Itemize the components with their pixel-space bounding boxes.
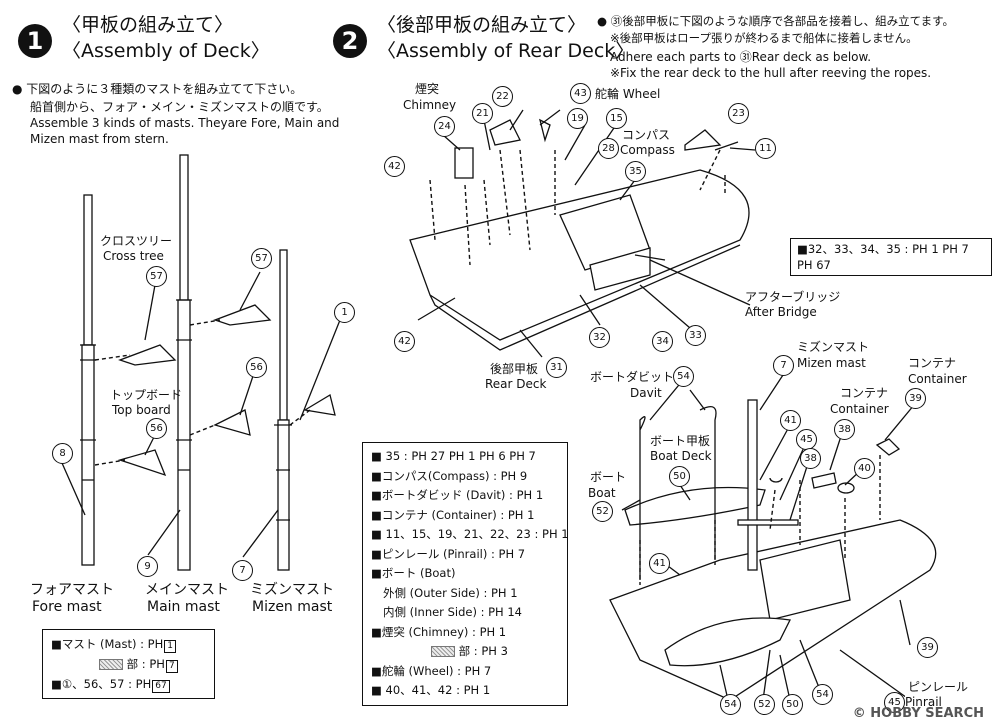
part-56-b: 56: [246, 357, 267, 378]
part-number-15: 15: [606, 108, 627, 129]
step2-note-en-1: Adhere each parts to ㉛Rear deck as below…: [610, 50, 872, 64]
part-7-a: 7: [232, 560, 253, 581]
davit-label-jp: ボートダビット: [590, 370, 675, 384]
part-56-a: 56: [146, 418, 167, 439]
part-number-52: 52: [592, 501, 613, 522]
part-number-42: 42: [394, 331, 415, 352]
part-number-22: 22: [492, 86, 513, 107]
part-number-54: 54: [720, 694, 741, 715]
part-number-33: 33: [685, 325, 706, 346]
chimney-label-jp: 煙突: [415, 82, 440, 96]
fore-mast-label-jp: フォアマスト: [30, 582, 114, 598]
container-label-en-1: Container: [830, 402, 889, 416]
part-number-43: 43: [570, 83, 591, 104]
rear-deck-label-en: Rear Deck: [485, 377, 547, 391]
part-8: 8: [52, 443, 73, 464]
step2-note-jp-1: ● ㉛後部甲板に下図のような順序で各部品を接着し、組み立てます。: [597, 14, 954, 28]
step1-title-jp: 〈甲板の組み立て〉: [62, 14, 234, 36]
rear-deck-label-jp: 後部甲板: [490, 362, 539, 376]
part-number-39: 39: [905, 388, 926, 409]
part-number-23: 23: [728, 103, 749, 124]
davit-label-en: Davit: [630, 386, 662, 400]
top-board-label-jp: トップボード: [110, 388, 183, 402]
part-1: 1: [334, 302, 355, 323]
step1-note-en-1: Assemble 3 kinds of masts. Theyare Fore,…: [30, 116, 340, 130]
part-number-50: 50: [782, 694, 803, 715]
part-number-34: 34: [652, 331, 673, 352]
part-number-21: 21: [472, 103, 493, 124]
part-number-45: 45: [884, 692, 905, 713]
part-number-38: 38: [834, 419, 855, 440]
step2-title-en: 〈Assembly of Rear Deck〉: [377, 40, 635, 62]
main-mast-drawing: [176, 154, 192, 571]
pinrail-label-en: Pinrail: [905, 695, 942, 709]
after-bridge-label-jp: アフターブリッジ: [745, 290, 841, 304]
step1-note-en-2: Mizen mast from stern.: [30, 132, 169, 146]
step1-note-jp-2: 船首側から、フォア・メイン・ミズンマストの順です。: [30, 100, 329, 114]
step2-paint-table: ■ 35 : PH 27 PH 1 PH 6 PH 7 ■コンパス(Compas…: [362, 442, 569, 706]
watermark: © HOBBY SEARCH: [852, 706, 984, 721]
step2-note-en-2: ※Fix the rear deck to the hull after ree…: [610, 66, 932, 80]
fore-mast-label-en: Fore mast: [32, 599, 102, 615]
part-number-7: 7: [773, 355, 794, 376]
top-board-label-en: Top board: [112, 403, 171, 417]
part-number-42: 42: [384, 156, 405, 177]
mizen-mast-label-en: Mizen mast: [252, 599, 333, 615]
step1-title-en: 〈Assembly of Deck〉: [62, 40, 270, 62]
mizen-mast-drawing: [274, 249, 292, 571]
part-number-19: 19: [567, 108, 588, 129]
step1-note-jp-1: ● 下図のように３種類のマストを組み立てて下さい。: [12, 82, 303, 96]
cross-tree-label-jp: クロスツリー: [100, 234, 173, 248]
container-label-jp-1: コンテナ: [840, 386, 889, 400]
step2-note-jp-2: ※後部甲板はロープ張りが終わるまで船体に接着しません。: [610, 31, 918, 45]
part-number-11: 11: [755, 138, 776, 159]
container-label-jp-2: コンテナ: [908, 356, 957, 370]
mizen-label-jp-2: ミズンマスト: [797, 340, 870, 354]
mizen-mast-label-jp: ミズンマスト: [250, 582, 334, 598]
after-bridge-label-en: After Bridge: [745, 305, 817, 319]
wheel-label: 舵輪 Wheel: [595, 87, 661, 101]
part-number-52: 52: [754, 694, 775, 715]
pinrail-label-jp: ピンレール: [908, 680, 969, 694]
fore-mast-drawing: [80, 194, 96, 566]
part-number-24: 24: [434, 116, 455, 137]
chimney-label-en: Chimney: [403, 98, 457, 112]
part-number-41: 41: [780, 410, 801, 431]
boat-deck-label-jp: ボート甲板: [650, 434, 711, 448]
cross-tree-label-en: Cross tree: [103, 249, 164, 263]
boat-deck-label-en: Boat Deck: [650, 449, 712, 463]
part-number-31: 31: [546, 357, 567, 378]
compass-label-en: Compass: [620, 143, 675, 157]
step1-number: 1: [18, 24, 52, 58]
step2-title-jp: 〈後部甲板の組み立て〉: [377, 14, 587, 36]
part-number-32: 32: [589, 327, 610, 348]
part-number-41: 41: [649, 553, 670, 574]
step2-number: 2: [333, 24, 367, 58]
part-number-54: 54: [673, 366, 694, 387]
part-number-50: 50: [669, 466, 690, 487]
part-number-45: 45: [796, 429, 817, 450]
part-number-39: 39: [917, 637, 938, 658]
boat-deck-drawing: [609, 399, 937, 701]
part-9: 9: [137, 556, 158, 577]
step2-small-paint-table: ■32、33、34、35 : PH 1 PH 7 PH 67: [790, 238, 992, 276]
part-number-38: 38: [800, 448, 821, 469]
boat-label-en: Boat: [588, 486, 616, 500]
main-mast-label-jp: メインマスト: [145, 582, 229, 598]
main-mast-label-en: Main mast: [147, 599, 220, 615]
compass-label-jp: コンパス: [622, 128, 671, 142]
container-label-en-2: Container: [908, 372, 967, 386]
part-number-54: 54: [812, 684, 833, 705]
part-57-b: 57: [251, 248, 272, 269]
rear-deck-drawing: [409, 118, 750, 351]
part-number-28: 28: [598, 138, 619, 159]
boat-label-jp: ボート: [590, 470, 627, 484]
part-57-a: 57: [146, 266, 167, 287]
part-number-35: 35: [625, 161, 646, 182]
part-number-40: 40: [854, 458, 875, 479]
mizen-label-en-2: Mizen mast: [797, 356, 866, 370]
